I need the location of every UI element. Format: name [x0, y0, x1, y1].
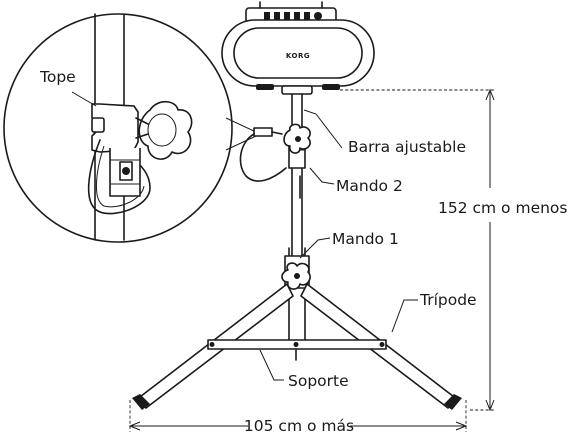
label-mando-2: Mando 2: [336, 177, 403, 195]
korg-logo: KORG: [286, 52, 310, 60]
label-tripode: Trípode: [419, 291, 477, 309]
label-altura: 152 cm o menos: [438, 199, 568, 217]
label-tope: Tope: [39, 68, 76, 86]
label-mando-1: Mando 1: [332, 230, 399, 248]
korg-device: KORG: [221, 1, 375, 95]
callouts: Barra ajustable Mando 2 Mando 1 Trípode …: [259, 109, 477, 390]
label-barra-ajustable: Barra ajustable: [348, 138, 466, 156]
label-ancho: 105 cm o más: [244, 417, 354, 435]
stand: [132, 93, 462, 410]
detail-zoom-circle: Tope: [3, 13, 233, 243]
width-dimension: 105 cm o más: [128, 400, 468, 435]
zoom-callout-lines: [225, 117, 257, 151]
label-soporte: Soporte: [288, 372, 349, 390]
height-dimension: 152 cm o menos: [340, 88, 568, 412]
